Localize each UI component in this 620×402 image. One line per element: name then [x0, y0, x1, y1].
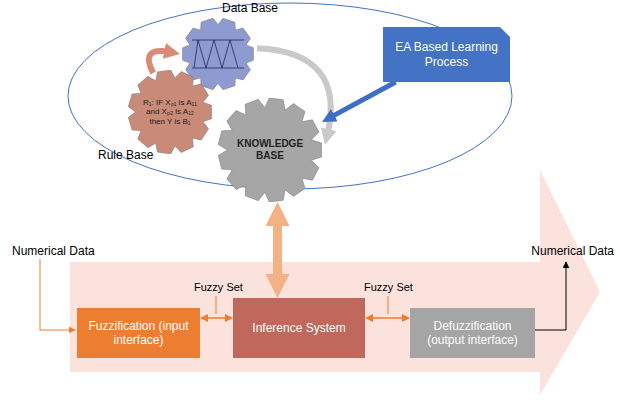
node-heading: Data Base	[222, 1, 278, 15]
output-wire	[535, 262, 566, 330]
node-text: KNOWLEDGE BASE	[234, 138, 306, 162]
connector-arrow	[273, 216, 282, 283]
process-box: Defuzzification (output interface)	[410, 308, 535, 358]
process-box: Inference System	[233, 298, 365, 358]
process-box: Fuzzification (input interface)	[77, 308, 200, 358]
flow-label: Fuzzy Set	[194, 281, 243, 293]
connector-arrow	[205, 317, 228, 319]
node-text: Fuzzification (input interface)	[83, 319, 194, 348]
node-text: Inference System	[252, 321, 345, 335]
learning-process-box: EA Based Learning Process	[383, 27, 510, 82]
flow-label: Numerical Data	[531, 244, 614, 258]
node-text: EA Based Learning Process	[389, 40, 504, 69]
process-arrow-band	[70, 170, 600, 395]
connector-arrow	[370, 317, 405, 319]
connector-arrow	[329, 82, 395, 118]
node-text: Defuzzification (output interface)	[416, 319, 529, 348]
node-heading: Rule Base	[98, 148, 153, 162]
connector-arrow	[149, 51, 171, 73]
rule-base-gear: R₁: IF Xₚ₁ is A₁₁ and Xₚ₂ is A₁₂ then Y …	[128, 70, 212, 154]
leader-line	[216, 296, 217, 314]
node-text: R₁: IF Xₚ₁ is A₁₁ and Xₚ₂ is A₁₂ then Y …	[141, 98, 199, 127]
input-wire	[40, 259, 75, 330]
flow-label: Numerical Data	[12, 244, 95, 258]
knowledge-base-gear: KNOWLEDGE BASE	[218, 98, 322, 202]
flow-label: Fuzzy Set	[364, 281, 413, 293]
leader-line	[388, 296, 389, 314]
